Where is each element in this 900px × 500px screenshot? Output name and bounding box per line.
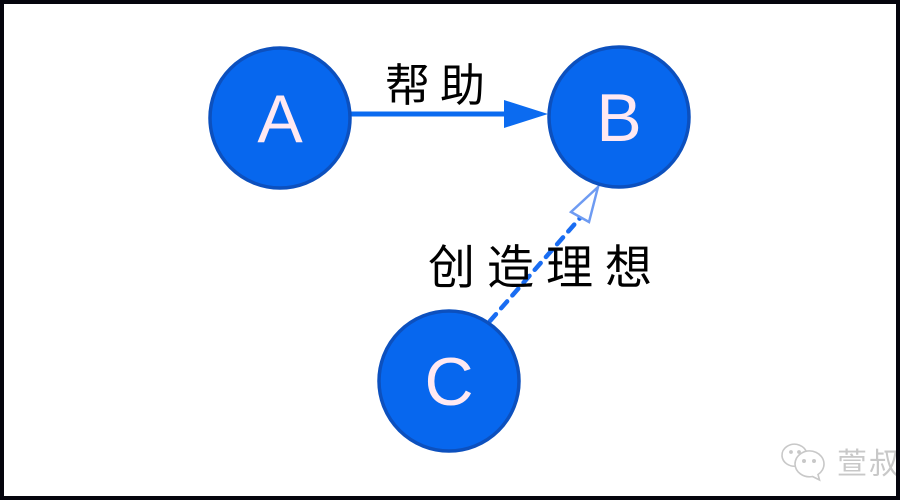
node-b-label: B [596, 80, 641, 156]
node-a: A [208, 46, 352, 190]
node-c: C [377, 309, 521, 453]
node-b: B [547, 45, 691, 189]
node-a-label: A [257, 81, 303, 157]
edge-a-b-arrowhead-icon [504, 100, 548, 128]
edge-a-b-label: 帮助 [385, 60, 495, 111]
watermark-text: 萱叔 [837, 448, 900, 481]
edge-c-b-dashed-line [487, 215, 583, 324]
node-c-label: C [424, 344, 473, 420]
node-c-circle [377, 309, 521, 453]
wechat-icon [781, 443, 825, 482]
node-b-circle [547, 45, 691, 189]
edge-a-to-b [351, 100, 548, 128]
edge-c-b-open-arrowhead-icon [568, 183, 601, 224]
edge-c-b-label: 创造理想 [428, 241, 664, 294]
edge-c-to-b [487, 183, 601, 324]
node-a-circle [208, 46, 352, 190]
watermark: 萱叔 [781, 443, 900, 482]
